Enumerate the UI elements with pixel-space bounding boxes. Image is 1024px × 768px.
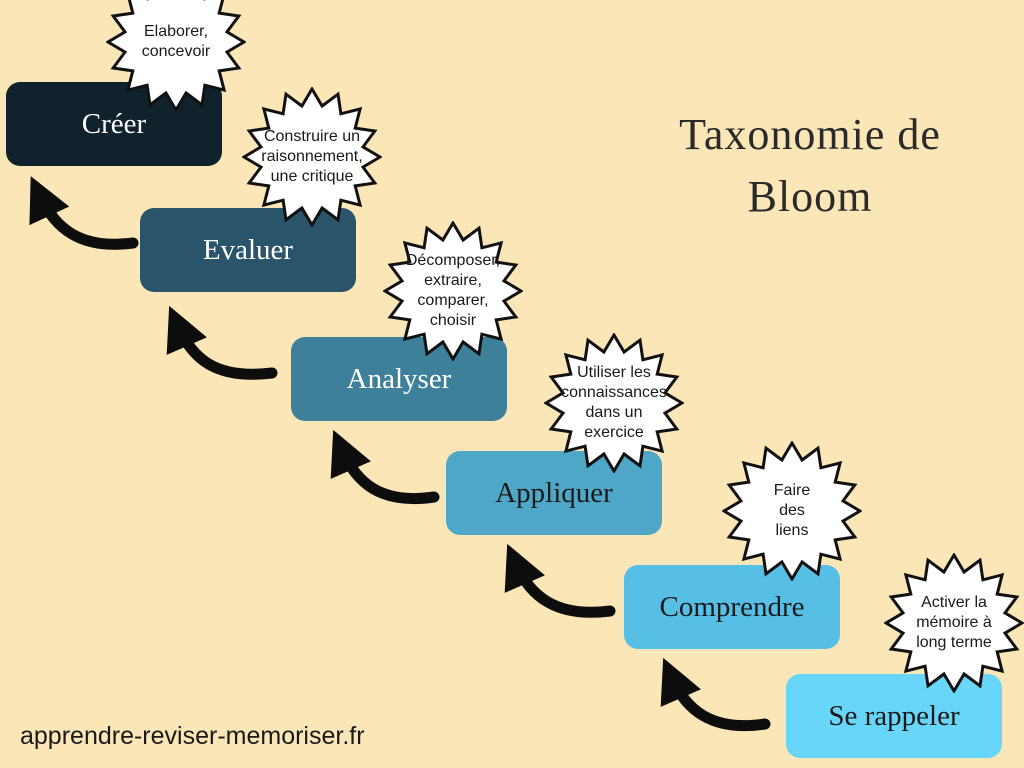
arrow-analyser-to-evaluer: [166, 305, 278, 380]
starburst-icon: [383, 221, 523, 361]
burst-evaluer: Construire un raisonnement, une critique: [242, 87, 382, 227]
starburst-icon: [242, 87, 382, 227]
burst-line: choisir: [429, 312, 477, 329]
burst-line: liens: [775, 522, 809, 539]
burst-line: connaissances: [561, 384, 667, 401]
step-label-comprendre: Comprendre: [659, 590, 805, 623]
burst-line: Construire un: [263, 128, 361, 145]
burst-line: une critique: [270, 168, 354, 185]
burst-analyser: Décomposer, extraire, comparer, choisir: [383, 221, 523, 361]
title-line-1: Taxonomie de: [679, 110, 941, 159]
burst-line: Activer la: [921, 594, 987, 611]
burst-line: dans un: [585, 404, 643, 421]
burst-line: extraire,: [424, 272, 482, 289]
burst-creer: Elaborer, concevoir: [106, 0, 246, 112]
burst-line: mémoire à: [916, 614, 992, 631]
arrow-comprendre-to-appliquer: [504, 543, 616, 618]
starburst-icon: [722, 441, 862, 581]
title-line-2: Bloom: [747, 172, 873, 221]
burst-comprendre: Faire des liens: [722, 441, 862, 581]
step-label-se-rappeler: Se rappeler: [828, 699, 960, 732]
burst-line: Faire: [773, 482, 811, 499]
burst-se-rappeler: Activer la mémoire à long terme: [884, 553, 1024, 693]
step-label-analyser: Analyser: [346, 362, 452, 395]
step-evaluer: Evaluer: [140, 208, 356, 292]
burst-line: long terme: [916, 634, 992, 651]
burst-line: concevoir: [141, 43, 211, 60]
step-appliquer: Appliquer: [446, 451, 662, 535]
burst-line: raisonnement,: [261, 148, 363, 165]
burst-appliquer: Utiliser les connaissances dans un exercice: [544, 333, 684, 473]
burst-line: Utiliser les: [577, 364, 651, 381]
burst-line: Décomposer,: [405, 252, 501, 269]
arrow-evaluer-to-creer: [29, 176, 139, 250]
step-label-evaluer: Evaluer: [202, 233, 294, 266]
step-comprendre: Comprendre: [624, 565, 840, 649]
starburst-icon: [106, 0, 246, 112]
burst-line: comparer,: [417, 292, 489, 309]
arrow-serappeler-to-comprendre: [660, 657, 771, 732]
diagram-title: Taxonomie de Bloom: [640, 104, 980, 228]
starburst-icon: [884, 553, 1024, 693]
step-label-creer: Créer: [81, 107, 147, 140]
step-analyser: Analyser: [291, 337, 507, 421]
step-label-appliquer: Appliquer: [495, 476, 613, 509]
step-se-rappeler: Se rappeler: [786, 674, 1002, 758]
burst-line: des: [779, 502, 805, 519]
burst-line: exercice: [584, 424, 644, 441]
arrow-appliquer-to-analyser: [330, 429, 440, 505]
website-footer: apprendre-reviser-memoriser.fr: [20, 722, 365, 750]
starburst-icon: [544, 333, 684, 473]
burst-line: Elaborer,: [143, 23, 209, 40]
